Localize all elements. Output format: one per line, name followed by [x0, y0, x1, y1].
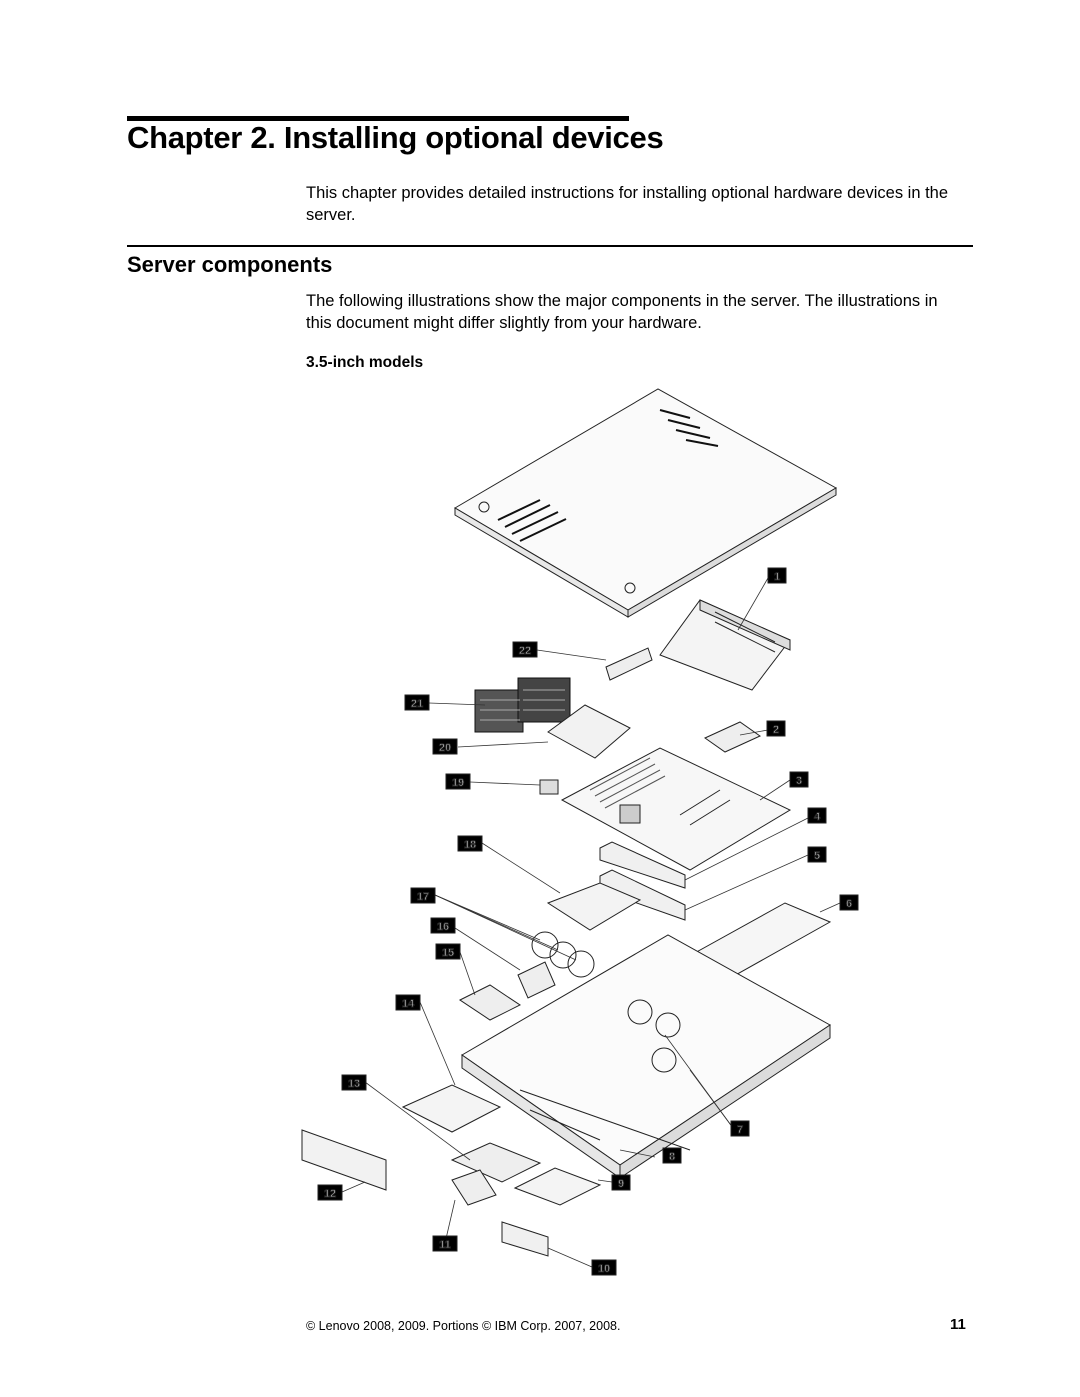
- svg-text:18: 18: [464, 839, 476, 851]
- server-components-exploded-view: 1 2 3 4 5 6 7 8 9 10 11 12 13 14 15 16 1…: [301, 388, 859, 1276]
- chapter-title-rule: [127, 116, 629, 121]
- svg-text:5: 5: [814, 850, 820, 862]
- callout-label: 6: [839, 894, 859, 911]
- svg-text:17: 17: [417, 891, 429, 903]
- system-board-illustration: [560, 747, 792, 871]
- microprocessor-illustration: [539, 779, 559, 795]
- callout-label: 19: [445, 773, 471, 790]
- svg-text:19: 19: [452, 777, 464, 789]
- subheading: 3.5-inch models: [306, 354, 424, 371]
- callout-label: 9: [611, 1174, 631, 1191]
- chapter-intro-paragraph: This chapter provides detailed instructi…: [306, 184, 949, 224]
- callout-label: 11: [432, 1235, 458, 1252]
- chapter-title: Chapter 2. Installing optional devices: [127, 120, 664, 155]
- svg-text:21: 21: [411, 698, 423, 710]
- optical-drive-illustration: [401, 1084, 502, 1133]
- svg-text:6: 6: [846, 898, 852, 910]
- front-usb-bracket-illustration: [517, 961, 556, 999]
- callout-label: 3: [789, 771, 809, 788]
- chassis-illustration: [461, 934, 831, 1179]
- callout-label: 15: [435, 943, 461, 960]
- drive-handle-illustration: [451, 1169, 497, 1206]
- svg-text:4: 4: [814, 811, 821, 823]
- top-cover-illustration: [454, 388, 838, 618]
- svg-text:20: 20: [439, 742, 451, 754]
- svg-text:11: 11: [439, 1239, 451, 1251]
- svg-text:13: 13: [348, 1078, 360, 1090]
- callout-label: 20: [432, 738, 458, 755]
- section-title: Server components: [127, 252, 333, 277]
- callout-label: 5: [807, 846, 827, 863]
- callout-label: 13: [341, 1074, 367, 1091]
- svg-text:1: 1: [774, 571, 780, 583]
- air-baffle-illustration: [546, 882, 642, 931]
- callout-label: 10: [591, 1259, 617, 1276]
- hot-swap-drive-illustration: [450, 1142, 542, 1183]
- svg-text:10: 10: [598, 1263, 610, 1275]
- drive-filler-illustration: [513, 1167, 602, 1206]
- callout-label: 21: [404, 694, 430, 711]
- callout-label: 16: [430, 917, 456, 934]
- section-body-paragraph: The following illustrations show the maj…: [306, 292, 938, 332]
- drive-bay-filler-illustration: [501, 1221, 549, 1257]
- footer-copyright: © Lenovo 2008, 2009. Portions © IBM Corp…: [306, 1319, 621, 1333]
- page-number: 11: [950, 1316, 966, 1333]
- callout-label: 17: [410, 887, 436, 904]
- svg-text:8: 8: [669, 1151, 675, 1163]
- callout-label: 2: [766, 720, 786, 737]
- callout-label: 14: [395, 994, 421, 1011]
- memory-dimm-illustration: [605, 647, 653, 681]
- svg-text:12: 12: [324, 1188, 336, 1200]
- retention-module-illustration: [547, 704, 631, 759]
- callout-label: 7: [730, 1120, 750, 1137]
- pci-riser-illustration: [659, 599, 791, 691]
- section-rule: [127, 245, 973, 247]
- svg-text:9: 9: [618, 1178, 624, 1190]
- svg-text:22: 22: [519, 645, 531, 657]
- callout-label: 8: [662, 1147, 682, 1164]
- operator-panel-card-illustration: [459, 984, 521, 1021]
- svg-text:2: 2: [773, 724, 779, 736]
- heat-sink-illustration: [474, 677, 571, 733]
- callout-label: 12: [317, 1184, 343, 1201]
- svg-text:3: 3: [796, 775, 802, 787]
- callout-label: 22: [512, 641, 538, 658]
- adapter-card-illustration: [703, 721, 762, 753]
- callout-label: 4: [807, 807, 827, 824]
- svg-text:15: 15: [442, 947, 454, 959]
- svg-text:14: 14: [402, 998, 415, 1010]
- callout-label: 1: [767, 567, 787, 584]
- backplane-illustration: [599, 841, 686, 921]
- bezel-illustration: [301, 1129, 387, 1191]
- callout-label: 18: [457, 835, 483, 852]
- svg-text:16: 16: [437, 921, 449, 933]
- svg-text:7: 7: [737, 1124, 743, 1136]
- fan-illustration: [531, 931, 595, 978]
